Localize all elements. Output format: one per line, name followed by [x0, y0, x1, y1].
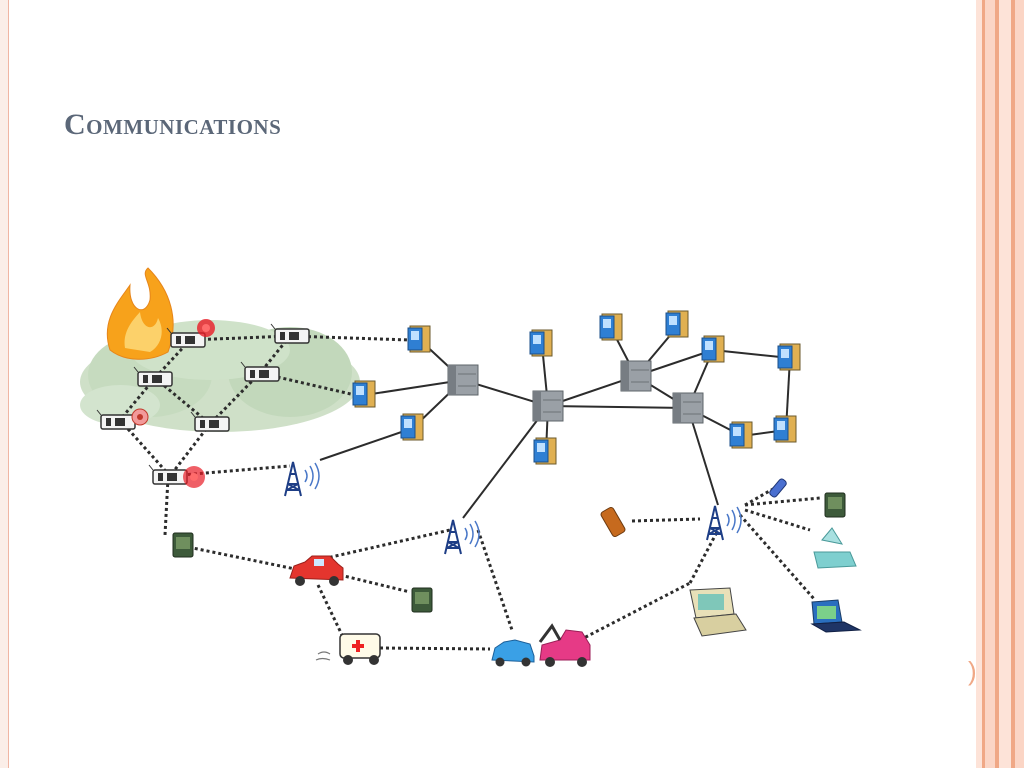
slide-decorative-stripes [976, 0, 1024, 768]
slide-title: Communications [64, 108, 282, 141]
mobile-phone-icon [600, 506, 626, 538]
laptop-icon [689, 587, 862, 637]
pda-icon [172, 492, 846, 613]
satellite-phone-icon [769, 478, 787, 498]
flame-icon [106, 267, 174, 360]
slide-left-border [0, 0, 9, 768]
car-icon [289, 555, 344, 586]
radio-tower-icon [284, 461, 742, 555]
tow-truck-icon [491, 623, 591, 667]
ambulance-icon [315, 633, 381, 665]
alarm-icon [131, 319, 215, 488]
corner-mark: ) [968, 656, 977, 686]
printer-icon [813, 527, 857, 569]
server-icon [447, 360, 704, 424]
